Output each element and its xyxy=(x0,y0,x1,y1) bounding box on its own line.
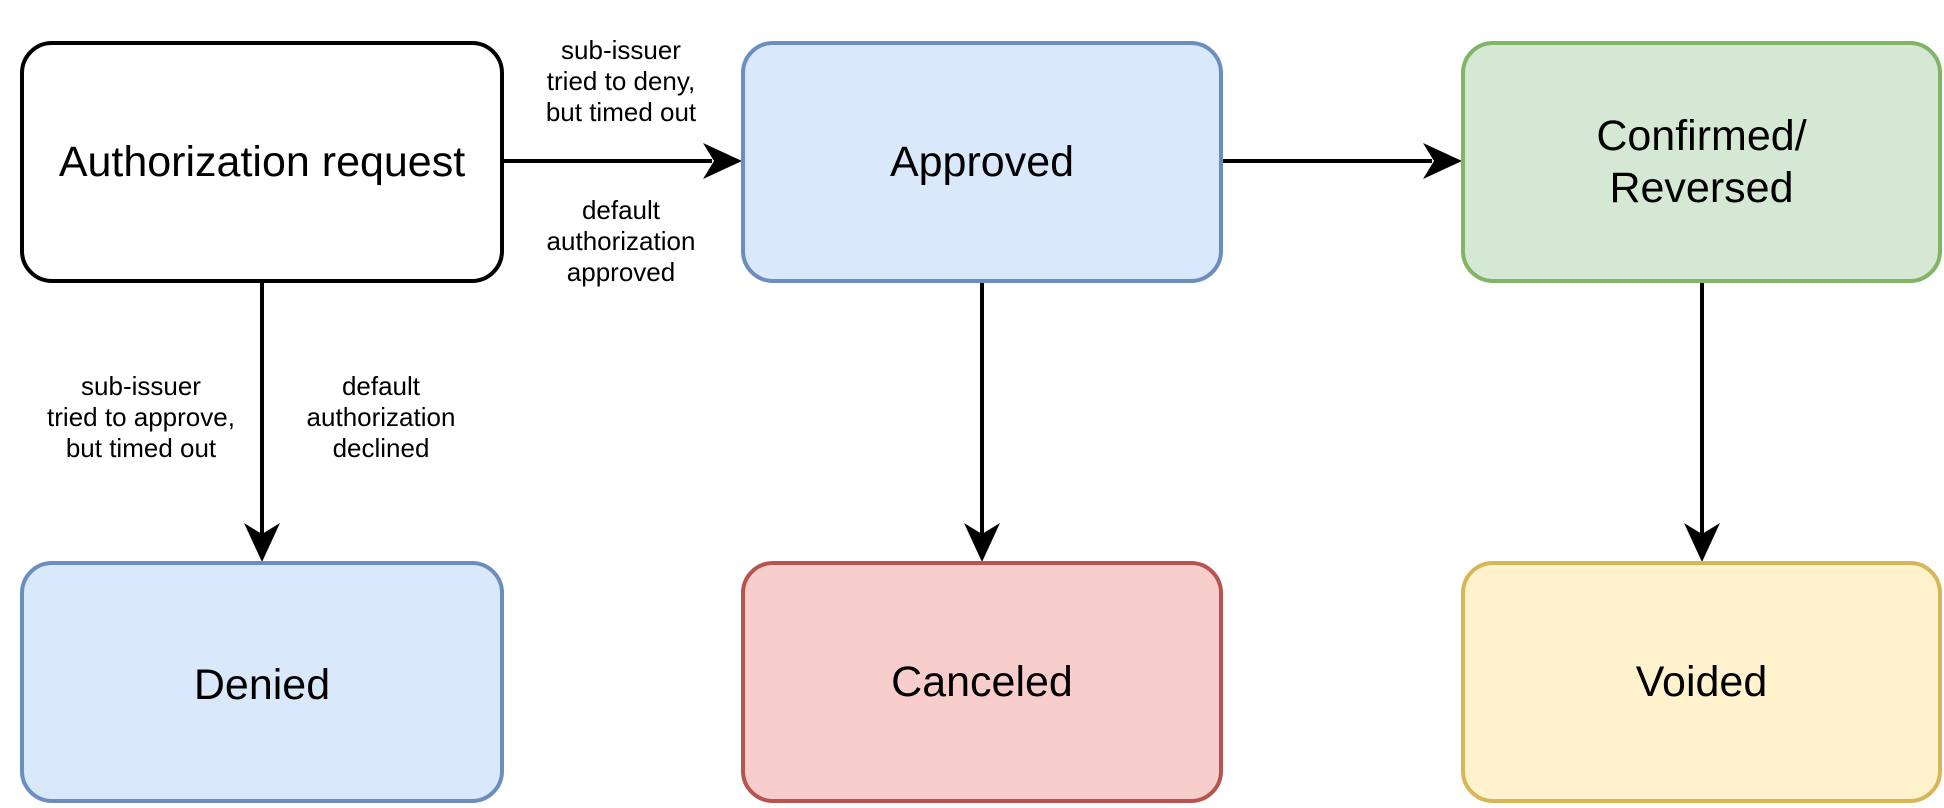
arrowhead-to-voided xyxy=(1684,523,1720,562)
node-canceled: Canceled xyxy=(741,561,1223,803)
arrowhead-to-canceled xyxy=(964,523,1000,562)
arrowhead-to-denied xyxy=(244,523,280,562)
node-denied: Denied xyxy=(20,561,504,803)
arrowhead-to-confirmed-reversed xyxy=(1423,143,1462,179)
arrowhead-to-approved xyxy=(703,143,742,179)
edge-label-denied-timeout: sub-issuer tried to approve, but timed o… xyxy=(47,371,235,463)
edge-label-approved-timeout: sub-issuer tried to deny, but timed out xyxy=(545,35,697,127)
edge-label-default-approved: default authorization approved xyxy=(546,195,696,287)
edge-label-default-declined: default authorization declined xyxy=(306,371,456,463)
node-authorization-request: Authorization request xyxy=(20,41,504,283)
node-voided: Voided xyxy=(1461,561,1942,803)
node-approved: Approved xyxy=(741,41,1223,283)
node-confirmed-reversed: Confirmed/ Reversed xyxy=(1461,41,1942,283)
